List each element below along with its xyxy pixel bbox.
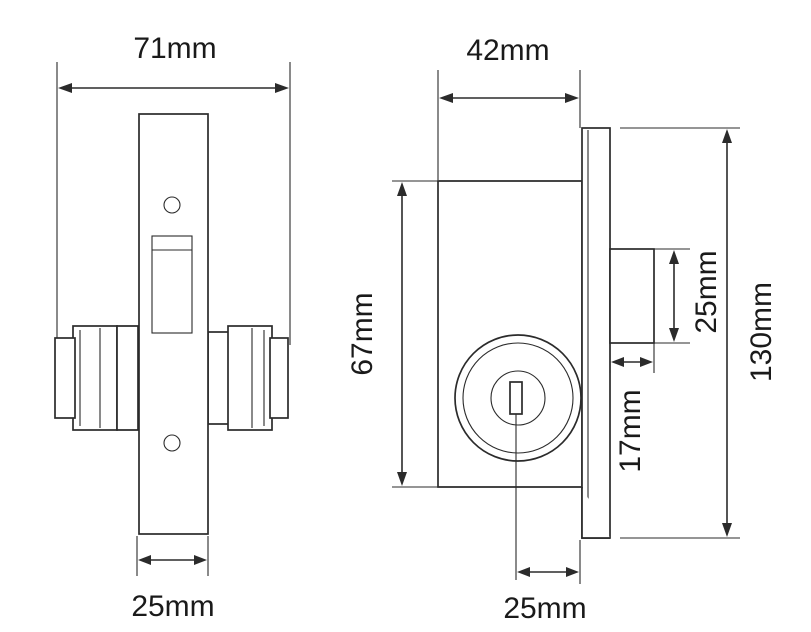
- label-67mm: 67mm: [346, 292, 379, 375]
- right-knob: [207, 325, 289, 431]
- side-bolt: [609, 248, 655, 344]
- label-25mm-front: 25mm: [131, 590, 214, 623]
- dimension-line-25mm-bolt: [669, 250, 679, 342]
- dimension-line-25mm-side: [517, 567, 579, 577]
- dimension-line-71mm: [58, 83, 289, 93]
- side-view: [392, 70, 740, 584]
- label-25mm-bolt: 25mm: [690, 250, 723, 333]
- label-130mm: 130mm: [745, 282, 778, 382]
- label-71mm: 71mm: [133, 32, 216, 65]
- dimension-line-42mm: [439, 93, 579, 103]
- side-cylinder: [454, 334, 582, 580]
- front-faceplate: [138, 113, 209, 535]
- label-42mm: 42mm: [466, 34, 549, 67]
- side-mounting-plate: [581, 127, 611, 539]
- dimension-line-17mm: [611, 357, 653, 367]
- left-knob: [54, 325, 142, 431]
- dimension-line-130mm: [722, 129, 732, 537]
- label-17mm: 17mm: [614, 389, 647, 472]
- dimension-line-25mm-front: [138, 555, 207, 565]
- front-view: [54, 62, 291, 576]
- label-25mm-side: 25mm: [503, 592, 586, 625]
- dimension-line-67mm: [397, 182, 407, 486]
